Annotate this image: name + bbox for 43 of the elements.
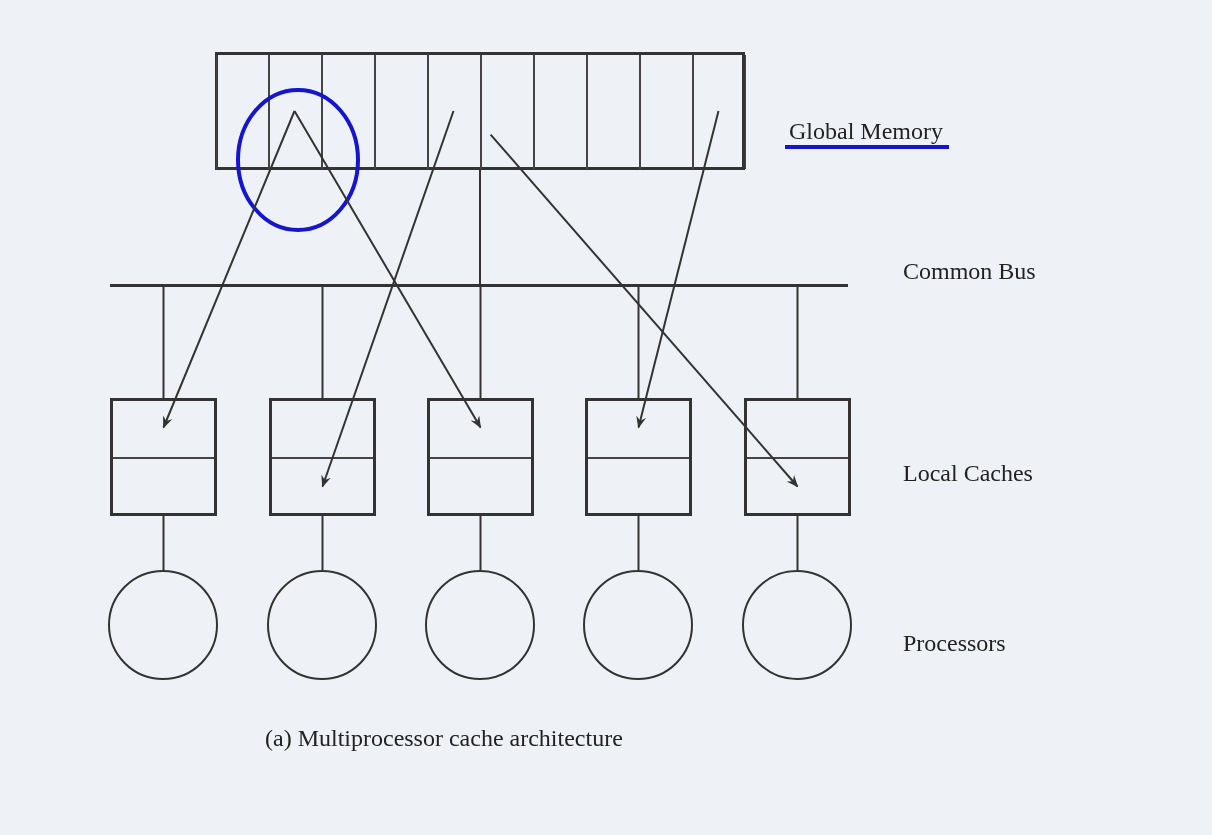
memory-cell <box>322 55 375 169</box>
connector-line <box>637 284 640 399</box>
connector-line <box>162 515 165 571</box>
connector-line <box>479 515 482 571</box>
memory-cell <box>481 55 534 169</box>
cache-box <box>269 398 376 516</box>
arrow <box>162 110 296 429</box>
connector-line <box>637 515 640 571</box>
cache-box <box>585 398 692 516</box>
processor-circle <box>583 570 693 680</box>
arrow <box>636 110 720 429</box>
memory-cell <box>640 55 693 169</box>
memory-cell <box>693 55 746 169</box>
connector-line <box>162 284 165 399</box>
connector-line <box>796 284 799 399</box>
connector-line <box>479 169 481 286</box>
memory-label: Global Memory <box>785 118 949 149</box>
bus-label: Common Bus <box>903 258 1036 285</box>
processor-label: Processors <box>903 630 1006 657</box>
processor-circle <box>425 570 535 680</box>
processor-circle <box>742 570 852 680</box>
arrow <box>321 110 455 488</box>
arrow <box>293 110 482 429</box>
processor-circle <box>267 570 377 680</box>
connector-line <box>479 284 482 399</box>
memory-cell <box>216 55 269 169</box>
memory-cell <box>534 55 587 169</box>
processor-circle <box>108 570 218 680</box>
connector-line <box>321 284 324 399</box>
memory-cell <box>587 55 640 169</box>
memory-block <box>215 52 745 170</box>
bus-line <box>110 284 848 287</box>
connector-line <box>321 515 324 571</box>
cache-label: Local Caches <box>903 460 1033 487</box>
memory-cell <box>428 55 481 169</box>
arrow <box>489 133 799 488</box>
memory-cell <box>375 55 428 169</box>
cache-box <box>744 398 851 516</box>
connector-line <box>796 515 799 571</box>
caption: (a) Multiprocessor cache architecture <box>265 725 623 752</box>
cache-box <box>427 398 534 516</box>
cache-box <box>110 398 217 516</box>
memory-cell <box>269 55 322 169</box>
